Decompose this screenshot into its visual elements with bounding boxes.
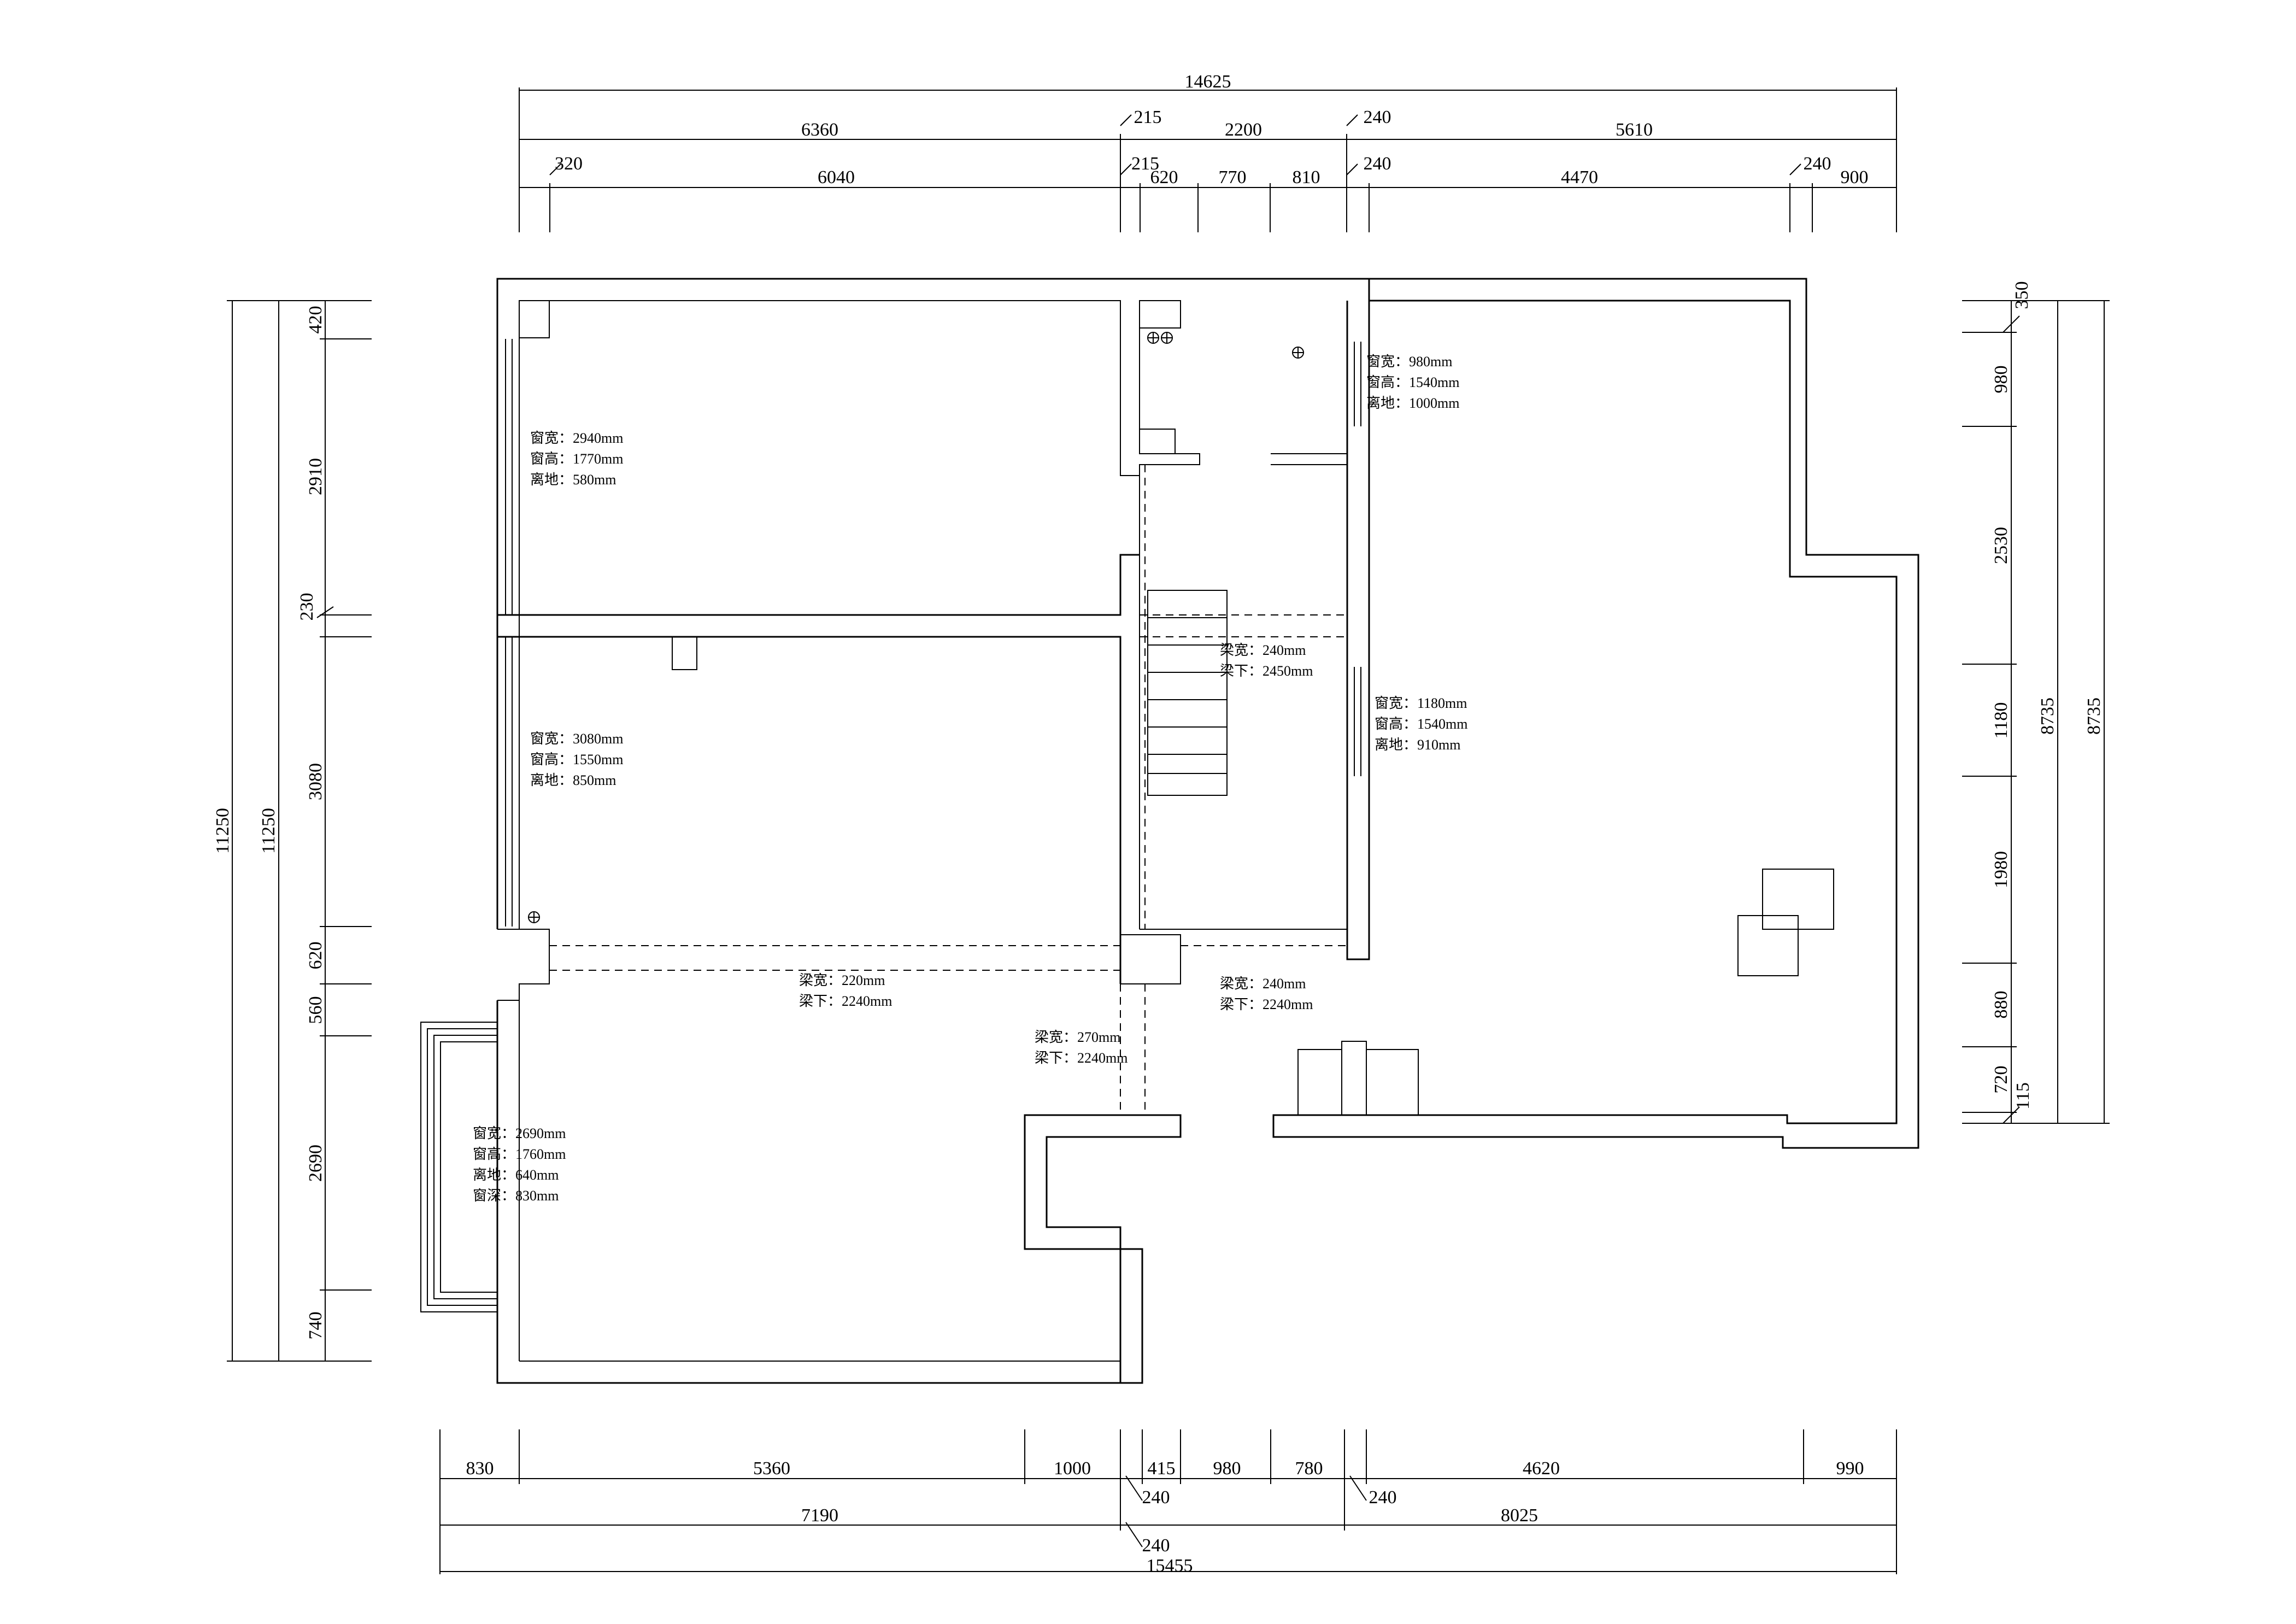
dimension-labels-bottom: 830 5360 1000 415 980 780 4620 990 240 7… [466, 1458, 1864, 1576]
dim-top-total: 14625 [1185, 72, 1231, 92]
dim-top-detail: 4470 [1561, 167, 1598, 187]
dim-top-detail: 620 [1150, 167, 1178, 187]
dim-top-detail: 900 [1841, 167, 1869, 187]
note-line: 窗宽：3080mm [530, 731, 623, 747]
annotation-beam-left: 梁宽：220mm 梁下：2240mm [799, 972, 892, 1009]
dim-right-detail: 720 [1991, 1066, 2011, 1094]
note-line: 离地：910mm [1375, 737, 1460, 753]
dim-right-total: 8735 [2037, 697, 2058, 735]
dim-left-detail: 620 [306, 942, 326, 970]
note-line: 梁下：2450mm [1220, 663, 1313, 679]
dimension-labels-left: 11250 11250 420 2910 230 3080 620 560 26… [213, 306, 326, 1340]
dim-left-total: 11250 [213, 808, 233, 854]
dim-top-detail: 770 [1219, 167, 1247, 187]
annotation-beam-right: 梁宽：240mm 梁下：2240mm [1220, 976, 1313, 1012]
dim-bottom-segment: 8025 [1501, 1505, 1538, 1526]
dim-left-detail: 2910 [306, 458, 326, 495]
dim-bottom-detail: 415 [1148, 1458, 1176, 1479]
dim-left-detail: 420 [306, 306, 326, 334]
dim-top-detail: 6040 [818, 167, 855, 187]
dim-right-detail: 2530 [1991, 527, 2011, 564]
note-line: 梁宽：270mm [1035, 1029, 1120, 1045]
annotation-bay-window: 窗宽：2690mm 窗高：1760mm 离地：640mm 窗深：830mm [473, 1125, 566, 1204]
floor-drain-icon [1292, 347, 1304, 359]
dim-right-detail: 980 [1991, 366, 2011, 394]
dim-top-detail: 320 [555, 154, 583, 174]
annotation-window-mid-left: 窗宽：3080mm 窗高：1550mm 离地：850mm [530, 731, 623, 788]
dim-top-segment: 6360 [801, 120, 838, 140]
note-line: 梁下：2240mm [1035, 1050, 1128, 1066]
dim-bottom-detail: 780 [1295, 1458, 1323, 1479]
dim-left-detail: 230 [297, 593, 317, 621]
note-line: 梁宽：240mm [1220, 642, 1306, 658]
annotation-window-top-left: 窗宽：2940mm 窗高：1770mm 离地：580mm [530, 430, 623, 488]
dim-bottom-segment: 7190 [801, 1505, 838, 1526]
dim-bottom-total: 240 [1142, 1535, 1170, 1556]
note-line: 梁下：2240mm [799, 993, 892, 1009]
note-line: 窗宽：980mm [1366, 354, 1452, 370]
walls [420, 278, 1919, 1384]
note-line: 离地：850mm [530, 772, 616, 788]
note-line: 窗宽：1180mm [1375, 695, 1467, 711]
dim-left-detail: 740 [306, 1312, 326, 1340]
dim-bottom-segment: 240 [1369, 1487, 1397, 1508]
dim-bottom-segment: 240 [1142, 1487, 1170, 1508]
dim-top-detail: 240 [1364, 154, 1391, 174]
dim-right-total: 8735 [2084, 697, 2104, 735]
dim-bottom-total: 15455 [1147, 1556, 1193, 1576]
note-line: 离地：1000mm [1366, 395, 1459, 411]
note-line: 梁下：2240mm [1220, 996, 1313, 1012]
note-line: 窗高：1540mm [1366, 374, 1459, 390]
note-line: 梁宽：240mm [1220, 976, 1306, 992]
dim-bottom-detail: 830 [466, 1458, 494, 1479]
note-line: 窗高：1550mm [530, 752, 623, 767]
dim-left-total: 11250 [259, 808, 279, 854]
dim-bottom-detail: 5360 [753, 1458, 790, 1479]
dim-right-detail: 115 [2013, 1082, 2033, 1110]
floor-drain-icon [528, 911, 540, 923]
dim-right-detail: 1180 [1991, 702, 2011, 739]
dimension-labels-right: 350 980 2530 1180 1980 880 720 115 8735 … [1991, 282, 2104, 1110]
dim-left-detail: 3080 [306, 763, 326, 800]
fixture-symbols [528, 332, 1304, 923]
dim-top-detail: 215 [1131, 154, 1159, 174]
dim-top-segment: 215 [1134, 107, 1162, 127]
dim-bottom-detail: 1000 [1054, 1458, 1091, 1479]
dim-left-detail: 560 [306, 996, 326, 1024]
dim-bottom-detail: 4620 [1523, 1458, 1560, 1479]
dim-top-detail: 240 [1804, 154, 1831, 174]
dim-top-segment: 240 [1364, 107, 1391, 127]
note-line: 窗高：1540mm [1375, 716, 1467, 732]
floor-drain-icon [1161, 332, 1173, 344]
dim-bottom-detail: 990 [1836, 1458, 1864, 1479]
floor-drain-icon [1147, 332, 1159, 344]
dim-right-detail: 350 [2012, 282, 2032, 309]
note-line: 离地：580mm [530, 472, 616, 488]
note-line: 离地：640mm [473, 1167, 559, 1183]
dim-right-detail: 1980 [1991, 851, 2011, 888]
annotation-beam-corridor: 梁宽：270mm 梁下：2240mm [1035, 1029, 1128, 1066]
note-line: 窗宽：2940mm [530, 430, 623, 446]
note-line: 窗高：1770mm [530, 451, 623, 467]
note-line: 窗高：1760mm [473, 1146, 566, 1162]
annotation-window-top-center: 窗宽：980mm 窗高：1540mm 离地：1000mm [1366, 354, 1459, 411]
dim-left-detail: 2690 [306, 1145, 326, 1182]
note-line: 梁宽：220mm [799, 972, 885, 988]
dim-top-segment: 2200 [1225, 120, 1262, 140]
dim-bottom-detail: 980 [1213, 1458, 1241, 1479]
note-line: 窗深：830mm [473, 1188, 559, 1204]
annotation-window-mid-right: 窗宽：1180mm 窗高：1540mm 离地：910mm [1375, 695, 1467, 753]
dimension-lines [227, 87, 2110, 1574]
dim-right-detail: 880 [1991, 991, 2011, 1019]
dim-top-segment: 5610 [1616, 120, 1653, 140]
dimension-labels-top: 14625 6360 215 2200 240 5610 320 6040 21… [555, 72, 1869, 187]
dim-top-detail: 810 [1293, 167, 1320, 187]
beam-lines [549, 465, 1347, 1115]
note-line: 窗宽：2690mm [473, 1125, 566, 1141]
annotation-beam-stair: 梁宽：240mm 梁下：2450mm [1220, 642, 1313, 679]
